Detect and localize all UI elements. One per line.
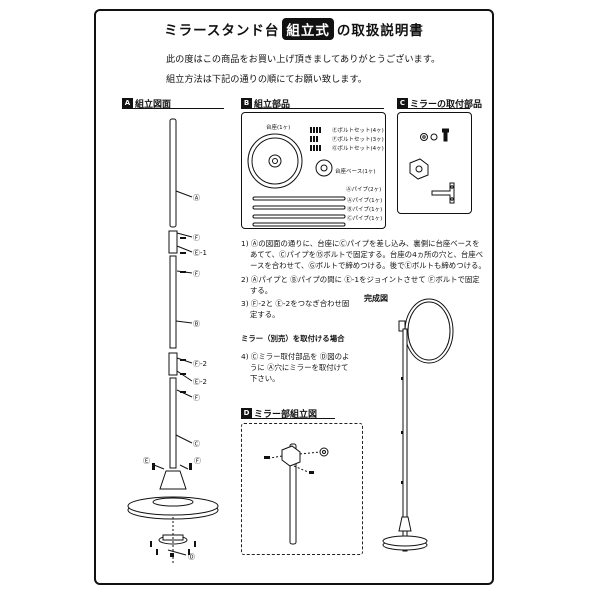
callout-f-4: Ⓕ <box>194 457 201 465</box>
completed-stand-drawing <box>382 298 454 552</box>
part-bolt-set-g: Ⓖボルトセット(4ヶ) <box>332 146 384 152</box>
step-4-line-3: 下さい。 <box>250 374 280 383</box>
step-3-line-2: 定する。 <box>250 310 280 319</box>
mirror-fittings-drawing <box>409 128 455 204</box>
step-1-line-2: あてて、Ⓒパイプを⑮ボルトで固定する。台座の4ヵ所の穴と、台座べ <box>250 250 484 259</box>
title-part-1: ミラースタンド台 <box>164 23 280 39</box>
part-bolt-set-f: Ⓕボルトセット(3ヶ) <box>332 137 384 143</box>
callout-e: Ⓔ <box>143 457 150 465</box>
step-2-line-1: 2) Ⓐパイプと Ⓑパイプの間に Ⓔ-1をジョイントさせて Ⓕボルトで固定 <box>241 275 480 284</box>
section-a-title: 組立図面 <box>135 100 172 110</box>
part-pipe-b: Ⓑパイプ(1ヶ) <box>347 207 383 213</box>
step-1-line-3: ースを合わせて、Ⓖボルトで締めつける。後でⒺボルトも締めつける。 <box>250 261 486 270</box>
intro-line-1: 此の度はこの商品をお買い上げ頂きましてありがとうございます。 <box>166 54 441 65</box>
mirror-assembly-diagram-box <box>241 423 363 555</box>
section-d-title: ミラー部組立図 <box>254 410 318 420</box>
callout-f-3: Ⓕ <box>193 394 200 402</box>
section-a-underline <box>122 108 224 109</box>
parts-drawing <box>247 127 346 227</box>
step-1-line-1: 1) Ⓐの図面の通りに、台座にⒸパイプを差し込み、裏側に台座ベースを <box>241 239 480 248</box>
part-base-label: 台座(1ヶ) <box>266 125 291 131</box>
callout-e-1: Ⓔ-1 <box>193 249 207 257</box>
callout-d: Ⓓ <box>188 553 195 561</box>
step-4-line-2: うに Ⓐ穴にミラーを取付けて <box>250 363 349 372</box>
title-boxed-assembly: 組立式 <box>282 18 334 40</box>
intro-line-2: 組立方法は下記の通りの順にてお願い致します。 <box>166 74 367 85</box>
title-part-2: の取扱説明書 <box>336 23 424 39</box>
part-bolt-set-e: Ⓔボルトセット(4ヶ) <box>332 128 384 134</box>
mirror-mount-heading: ミラー（別売）を取付ける場合 <box>241 334 345 343</box>
callout-f-2-joint: Ⓕ-2 <box>193 360 207 368</box>
section-c-underline <box>397 108 470 109</box>
callout-e-2: Ⓔ-2 <box>193 378 207 386</box>
section-b-underline <box>241 108 384 109</box>
step-2-line-2: する。 <box>250 286 273 295</box>
part-pipe-a: Ⓐパイプ(1ヶ) <box>347 198 383 204</box>
callout-a: Ⓐ <box>193 194 200 202</box>
mirror-fittings-panel <box>397 112 472 214</box>
part-base-plate: 台座ベース(1ヶ) <box>335 169 376 175</box>
mirror-assembly-drawing <box>264 443 329 545</box>
step-4-line-1: 4) Ⓒミラー取付部品を Ⓓ図のよ <box>241 352 350 361</box>
page-title: ミラースタンド台組立式の取扱説明書 <box>96 18 492 40</box>
section-d-underline <box>241 418 335 419</box>
part-pipe-2: Ⓐパイプ(2ヶ) <box>346 187 382 193</box>
callout-f-1: Ⓕ <box>193 234 200 242</box>
callout-f-2: Ⓕ <box>193 270 200 278</box>
callout-b: Ⓑ <box>193 320 200 328</box>
parts-panel: 台座(1ヶ) Ⓔボルトセット(4ヶ) Ⓕボルトセット(3ヶ) Ⓖボルトセット(4… <box>241 112 386 229</box>
part-pipe-c: Ⓒパイプ(1ヶ) <box>347 216 383 222</box>
assembly-drawing-a: Ⓐ Ⓕ Ⓔ-1 Ⓕ Ⓑ Ⓕ-2 Ⓔ-2 Ⓕ Ⓒ Ⓔ Ⓕ Ⓓ <box>127 118 219 563</box>
instruction-sheet: ミラースタンド台組立式の取扱説明書 此の度はこの商品をお買い上げ頂きましてありが… <box>94 9 494 585</box>
section-c-title: ミラーの取付部品 <box>410 100 483 110</box>
callout-c: Ⓒ <box>193 440 200 448</box>
completed-figure-label: 完成図 <box>364 294 388 303</box>
step-3-line-1: 3) Ⓕ-2と Ⓔ-2をつなぎ合わせ固 <box>241 299 350 308</box>
section-b-title: 組立部品 <box>254 100 291 110</box>
